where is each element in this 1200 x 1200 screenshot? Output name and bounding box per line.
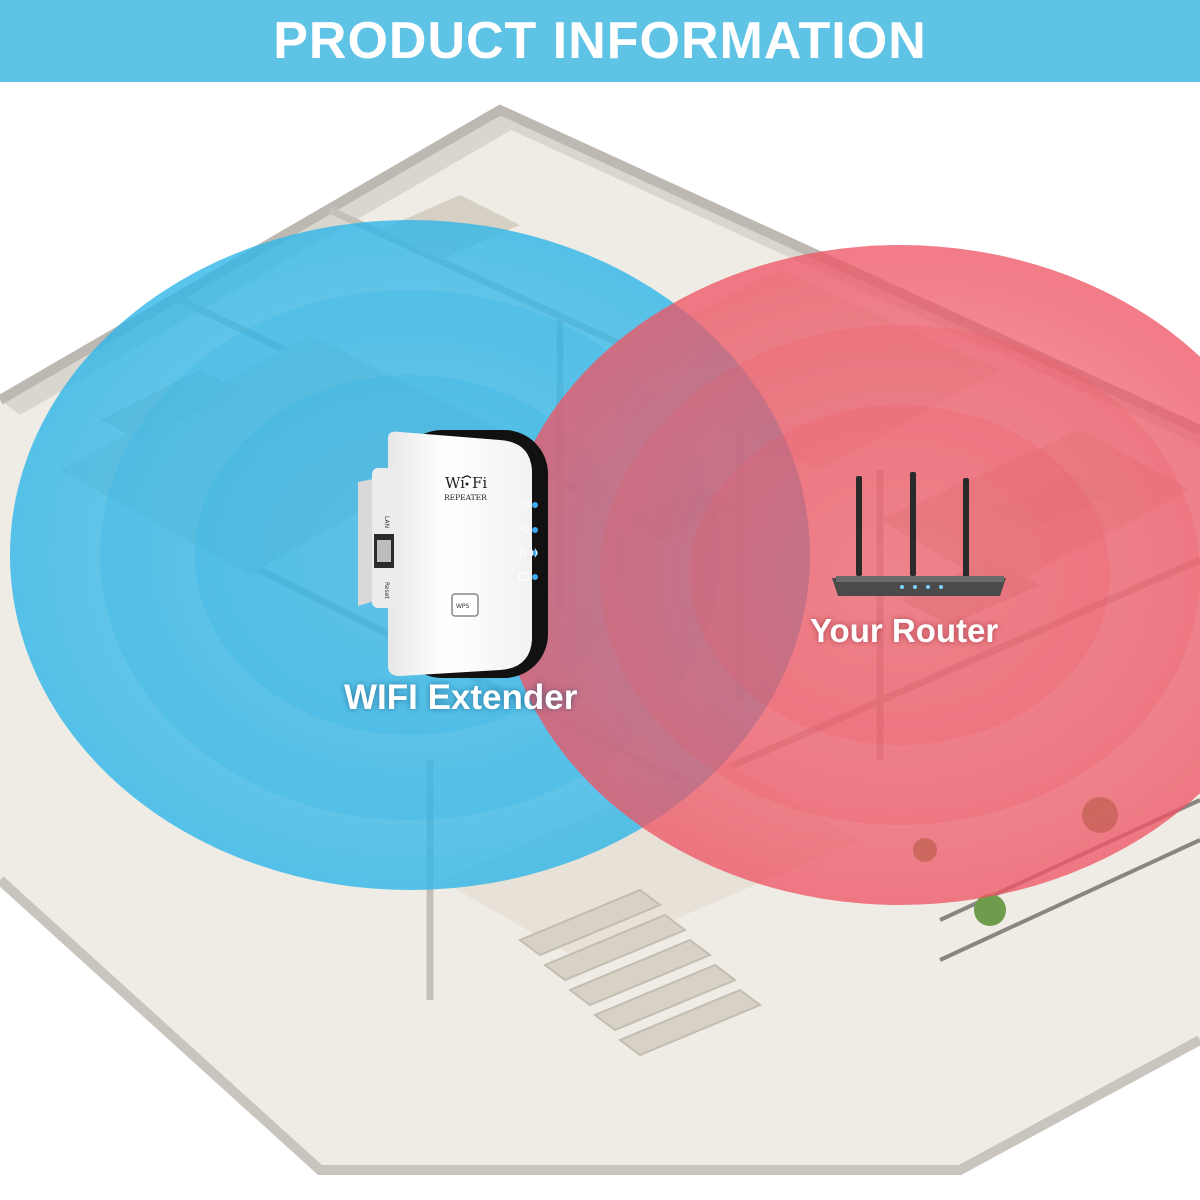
device-brand-right: Fi bbox=[472, 474, 487, 492]
device-wps-label: WPS bbox=[456, 603, 470, 610]
title-banner: PRODUCT INFORMATION bbox=[0, 0, 1200, 82]
router-icon bbox=[832, 472, 1006, 596]
banner-title: PRODUCT INFORMATION bbox=[273, 12, 927, 70]
computer-icon bbox=[518, 572, 529, 581]
sync-icon: ⟲ bbox=[520, 523, 529, 536]
extender-label: WIFI Extender bbox=[344, 678, 578, 717]
signal-icon: ((·)) bbox=[519, 548, 538, 559]
router-label: Your Router bbox=[810, 612, 999, 649]
led-indicators bbox=[532, 502, 538, 580]
device-model: REPEATER bbox=[444, 493, 487, 502]
router-signal-rings bbox=[500, 245, 1200, 905]
device-brand-left: Wi bbox=[445, 474, 465, 492]
device-port-label: LAN bbox=[383, 516, 390, 528]
wifi-extender-device: ⏻ ⟲ ((·)) Wi Fi REPEATER LAN Reset WPS bbox=[358, 430, 548, 678]
wifi-icon bbox=[462, 475, 472, 479]
device-reset-label: Reset bbox=[383, 582, 390, 599]
power-icon: ⏻ bbox=[521, 498, 530, 511]
